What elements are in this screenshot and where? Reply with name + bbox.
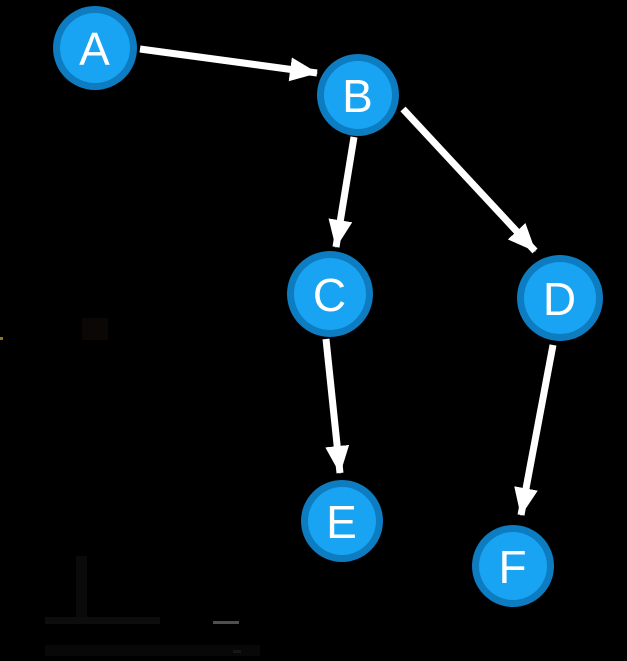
node-B[interactable]: B: [317, 54, 399, 136]
node-label-D: D: [543, 273, 577, 325]
node-body-E: [308, 487, 376, 555]
node-A[interactable]: A: [53, 6, 137, 90]
edge-D-F: [514, 344, 557, 516]
node-label-E: E: [326, 496, 358, 548]
edge-C-E: [322, 338, 350, 474]
node-body-C: [294, 258, 366, 330]
node-body-B: [324, 61, 392, 129]
node-label-B: B: [342, 70, 374, 122]
node-body-A: [60, 13, 130, 83]
edge-B-D: [400, 106, 538, 254]
node-E[interactable]: E: [301, 480, 383, 562]
edge-layer: [139, 45, 557, 516]
edge-B-C: [328, 136, 358, 248]
node-body-F: [479, 532, 547, 600]
node-label-F: F: [498, 541, 527, 593]
node-body-D: [524, 262, 596, 334]
node-label-C: C: [313, 269, 347, 321]
node-layer: A B C D E F: [53, 6, 603, 607]
node-D[interactable]: D: [517, 255, 603, 341]
node-F[interactable]: F: [472, 525, 554, 607]
edge-A-B: [139, 45, 318, 82]
node-label-A: A: [79, 23, 111, 75]
node-C[interactable]: C: [287, 251, 373, 337]
